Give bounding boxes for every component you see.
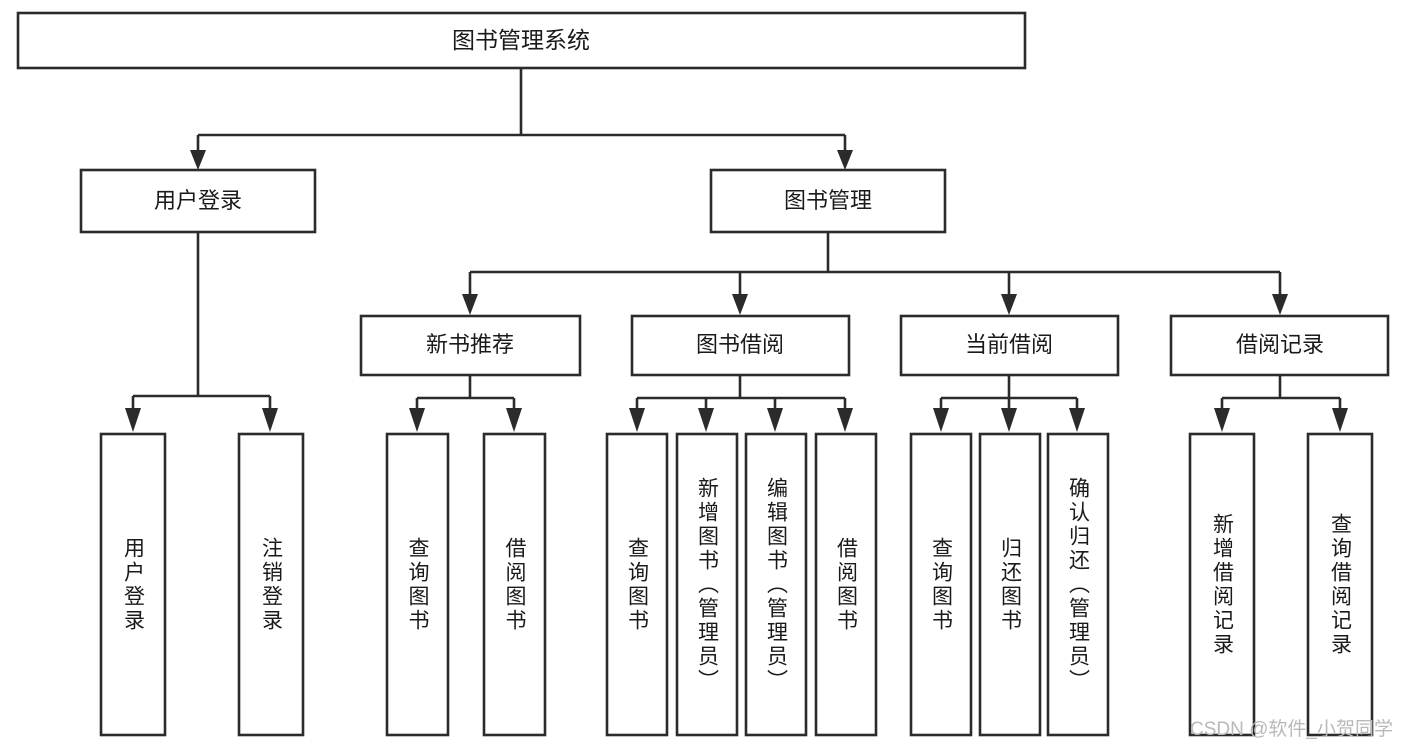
- node-new-book-rec-label: 新书推荐: [426, 332, 514, 357]
- leaf-box-return-book[interactable]: [978, 432, 1042, 737]
- leaf-box-user-login[interactable]: [99, 432, 167, 737]
- leaf-box-borrow-book-2[interactable]: [814, 432, 878, 737]
- arrowhead-user-login: [190, 150, 206, 170]
- connector-newbook-to-leaves: [409, 375, 522, 432]
- leaf-box-query-book-3[interactable]: [909, 432, 973, 737]
- node-root-label: 图书管理系统: [452, 27, 590, 53]
- node-current-borrow-label: 当前借阅: [965, 332, 1053, 357]
- leaf-box-user-logout[interactable]: [237, 432, 305, 737]
- node-borrow-record-label: 借阅记录: [1236, 332, 1324, 357]
- connector-root-to-level2: [190, 68, 853, 170]
- node-user-login-label: 用户登录: [154, 188, 242, 213]
- node-book-manage[interactable]: 图书管理: [709, 168, 947, 234]
- arrowhead-book-manage: [837, 150, 853, 170]
- node-book-borrow[interactable]: 图书借阅: [630, 314, 851, 377]
- leaf-box-borrow-book-1[interactable]: [482, 432, 547, 737]
- leaf-box-edit-book[interactable]: [744, 432, 808, 737]
- arrowhead-new-book-rec: [462, 294, 478, 315]
- node-book-borrow-label: 图书借阅: [696, 332, 784, 357]
- leaf-boxes: [99, 432, 1374, 737]
- leaf-box-query-book-1[interactable]: [385, 432, 450, 737]
- arrowhead-book-borrow: [732, 294, 748, 315]
- node-borrow-record[interactable]: 借阅记录: [1169, 314, 1390, 377]
- connector-bookmanage-to-level3: [462, 232, 1288, 315]
- leaf-box-query-book-2[interactable]: [605, 432, 669, 737]
- node-new-book-rec[interactable]: 新书推荐: [359, 314, 582, 377]
- arrowhead-current-borrow: [1001, 294, 1017, 315]
- leaf-box-query-record[interactable]: [1306, 432, 1374, 737]
- connector-bookborrow-to-leaves: [629, 375, 853, 432]
- connector-currentborrow-to-leaves: [933, 375, 1085, 432]
- leaf-box-confirm-return[interactable]: [1046, 432, 1110, 737]
- node-book-manage-label: 图书管理: [784, 188, 872, 213]
- node-root[interactable]: 图书管理系统: [16, 11, 1027, 70]
- watermark-text: CSDN @软件_小贺同学: [1190, 719, 1393, 740]
- leaf-box-add-book[interactable]: [675, 432, 739, 737]
- node-current-borrow[interactable]: 当前借阅: [899, 314, 1120, 377]
- connector-userlogin-to-leaves: [125, 232, 278, 432]
- arrowhead-borrow-record: [1272, 294, 1288, 315]
- node-user-login[interactable]: 用户登录: [79, 168, 317, 234]
- connector-borrowrecord-to-leaves: [1214, 375, 1348, 432]
- leaf-box-add-record[interactable]: [1188, 432, 1256, 737]
